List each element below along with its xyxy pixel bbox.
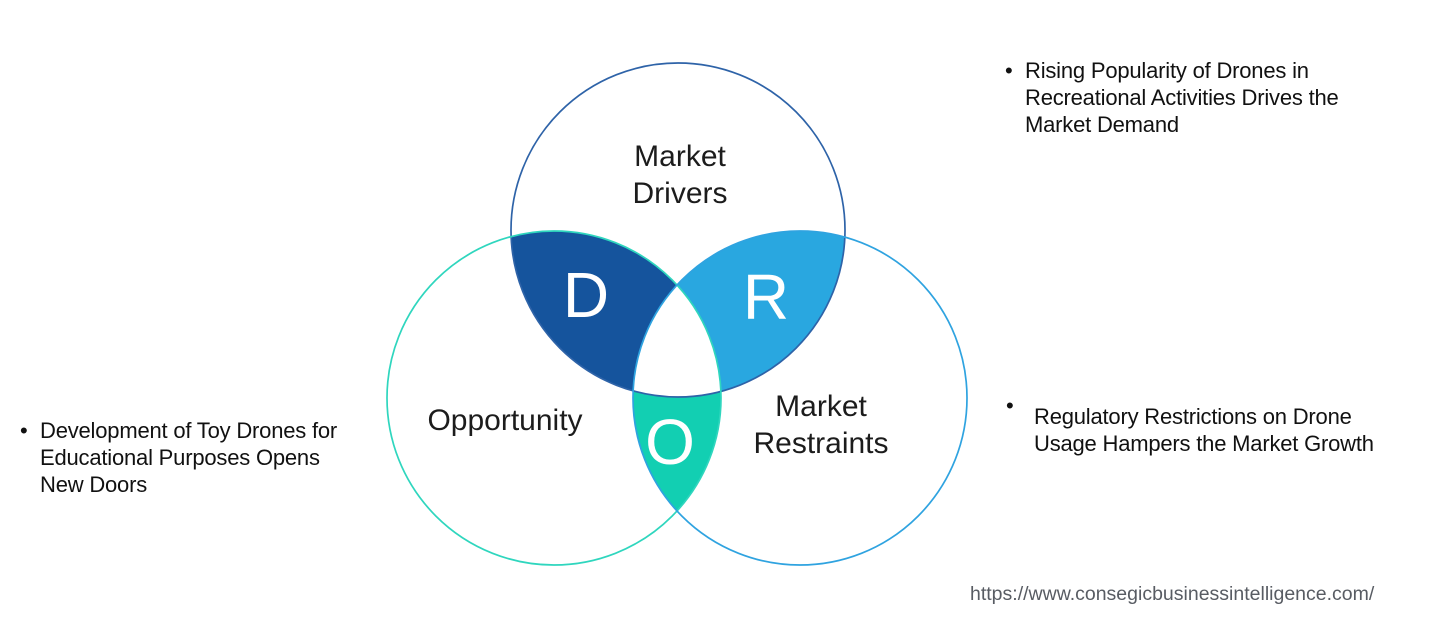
drivers-label-line2: Drivers <box>632 177 728 210</box>
bullet-icon: • <box>20 418 28 443</box>
opportunity-circle-outline <box>386 230 722 566</box>
note-line: Educational Purposes Opens <box>40 445 320 470</box>
drivers-label-line1: Market <box>634 140 726 173</box>
region-d-fill <box>511 231 721 397</box>
restraints-label-line1: Market <box>775 390 867 423</box>
opportunity-label-line1: Opportunity <box>427 404 583 437</box>
drivers-label: Market Drivers <box>633 138 728 212</box>
region-r-letter: R <box>742 261 790 333</box>
restraints-circle-outline <box>632 230 968 566</box>
note-line: Market Demand <box>1025 112 1179 137</box>
bullet-icon: • <box>1006 393 1014 418</box>
note-drivers-text: Rising Popularity of Drones in Recreatio… <box>1025 57 1339 138</box>
note-line: Usage Hampers the Market Growth <box>1034 431 1374 456</box>
region-r-fill <box>633 231 845 397</box>
note-line: Development of Toy Drones for <box>40 418 338 443</box>
note-opportunity-text: Development of Toy Drones for Educationa… <box>40 417 337 498</box>
note-drivers: • Rising Popularity of Drones in Recreat… <box>1005 57 1339 138</box>
drivers-circle-outline <box>510 62 846 398</box>
note-restraints-text: Regulatory Restrictions on Drone Usage H… <box>1034 403 1374 457</box>
region-o-letter: O <box>645 406 695 478</box>
bullet-icon: • <box>1005 58 1013 83</box>
source-url: https://www.consegicbusinessintelligence… <box>970 583 1375 605</box>
opportunity-label: Opportunity <box>427 402 582 439</box>
region-d-letter: D <box>562 259 610 331</box>
note-line: Recreational Activities Drives the <box>1025 85 1339 110</box>
note-line: Rising Popularity of Drones in <box>1025 58 1309 83</box>
note-line: Regulatory Restrictions on Drone <box>1034 404 1352 429</box>
note-restraints: • Regulatory Restrictions on Drone Usage… <box>1006 393 1374 457</box>
restraints-label-line2: Restraints <box>753 427 889 460</box>
restraints-label: Market Restraints <box>753 388 888 462</box>
note-line: New Doors <box>40 472 148 497</box>
note-opportunity: • Development of Toy Drones for Educatio… <box>20 417 337 498</box>
